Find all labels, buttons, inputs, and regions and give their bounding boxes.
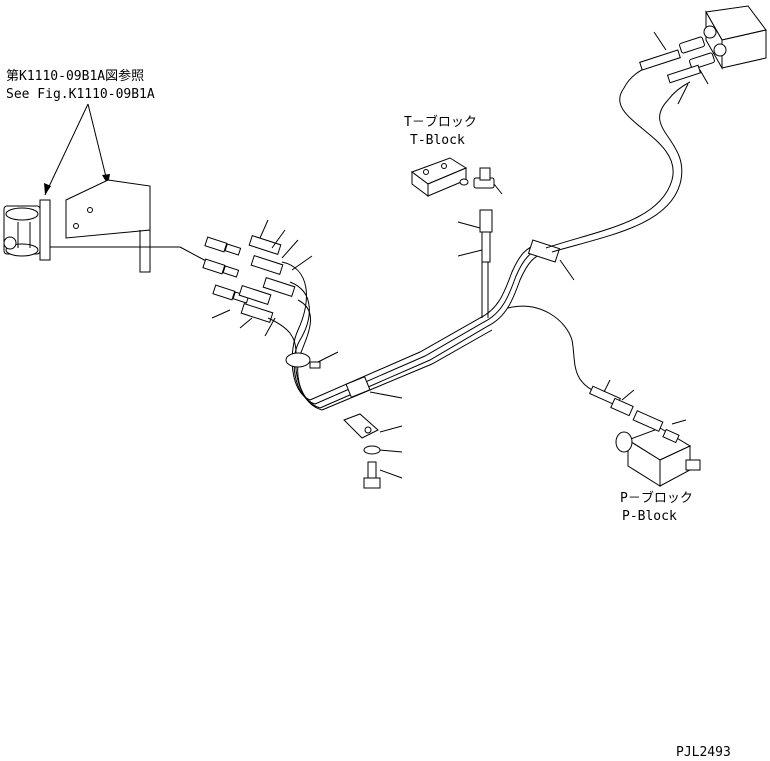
t-block-label-jp: T－ブロック	[404, 114, 477, 130]
right-clamp	[527, 239, 575, 281]
hose-to-top-valve	[545, 65, 691, 253]
reference-arrows	[44, 103, 110, 196]
drawing-code: PJL2493	[676, 745, 731, 760]
top-right-valve-block	[639, 5, 767, 105]
reference-note-jp: 第K1110-09B1A図参照	[6, 68, 144, 84]
reference-note-en: See Fig.K1110-09B1A	[6, 87, 155, 102]
p-block-label-jp: P－ブロック	[620, 490, 693, 506]
t-block-part	[410, 157, 503, 263]
grommet-clamp	[285, 351, 339, 369]
hose-bundle-left	[267, 261, 323, 411]
hose-to-p-block	[507, 305, 635, 417]
bracket-plate	[50, 179, 209, 273]
t-block-label-en: T-Block	[410, 133, 465, 148]
main-hose-run	[309, 243, 547, 411]
p-block-part	[615, 410, 701, 487]
left-valve-assembly	[3, 199, 51, 261]
p-block-label-en: P-Block	[622, 509, 677, 524]
hose-fitting-cluster	[202, 234, 296, 324]
mid-clamp-assembly	[343, 376, 403, 489]
